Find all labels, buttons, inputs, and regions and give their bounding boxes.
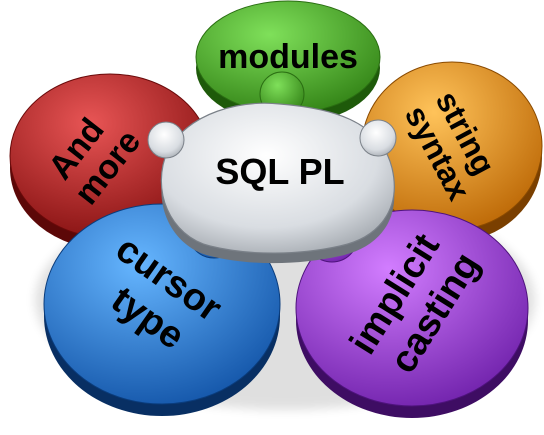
piece-modules-label: modules bbox=[218, 38, 358, 76]
piece-center-sql-pl: SQL PL bbox=[147, 102, 397, 264]
piece-modules: modules bbox=[195, 0, 381, 124]
piece-cursor-type: cursor type bbox=[43, 203, 281, 416]
piece-string-syntax: string syntax bbox=[361, 61, 543, 242]
center-label: SQL PL bbox=[215, 151, 344, 192]
